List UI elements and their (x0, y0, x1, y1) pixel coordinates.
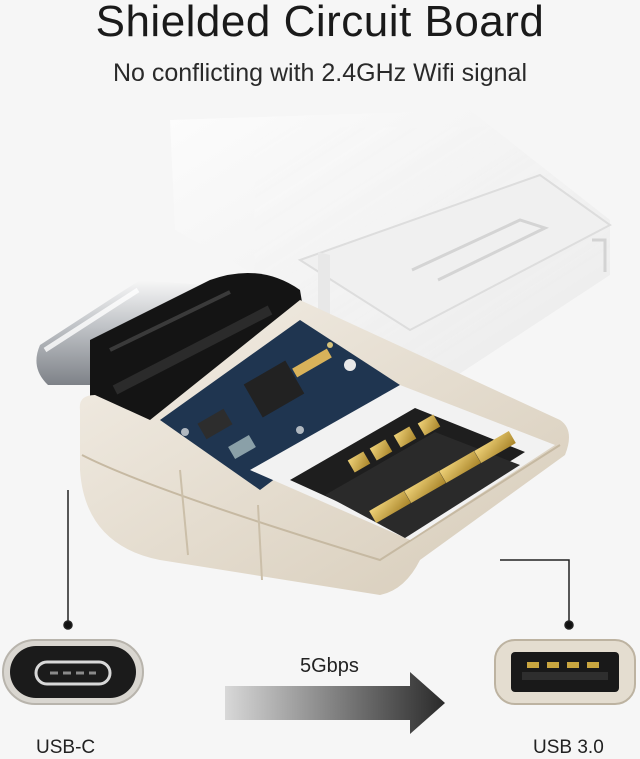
callout-lines (63, 490, 574, 630)
usb-a-receptacle (250, 385, 555, 540)
subheadline: No conflicting with 2.4GHz Wifi signal (112, 59, 528, 87)
usb-c-port-icon (2, 639, 144, 705)
usb-a-port-icon (494, 639, 636, 705)
transfer-speed-label: 5Gbps (300, 655, 359, 677)
usb3-label: USB 3.0 (533, 737, 604, 758)
usb-c-label: USB-C (36, 737, 96, 758)
circuit-board (160, 320, 400, 490)
black-housing (90, 272, 305, 425)
headline: Shielded Circuit Board (95, 0, 545, 46)
transfer-arrow-icon (225, 672, 445, 734)
